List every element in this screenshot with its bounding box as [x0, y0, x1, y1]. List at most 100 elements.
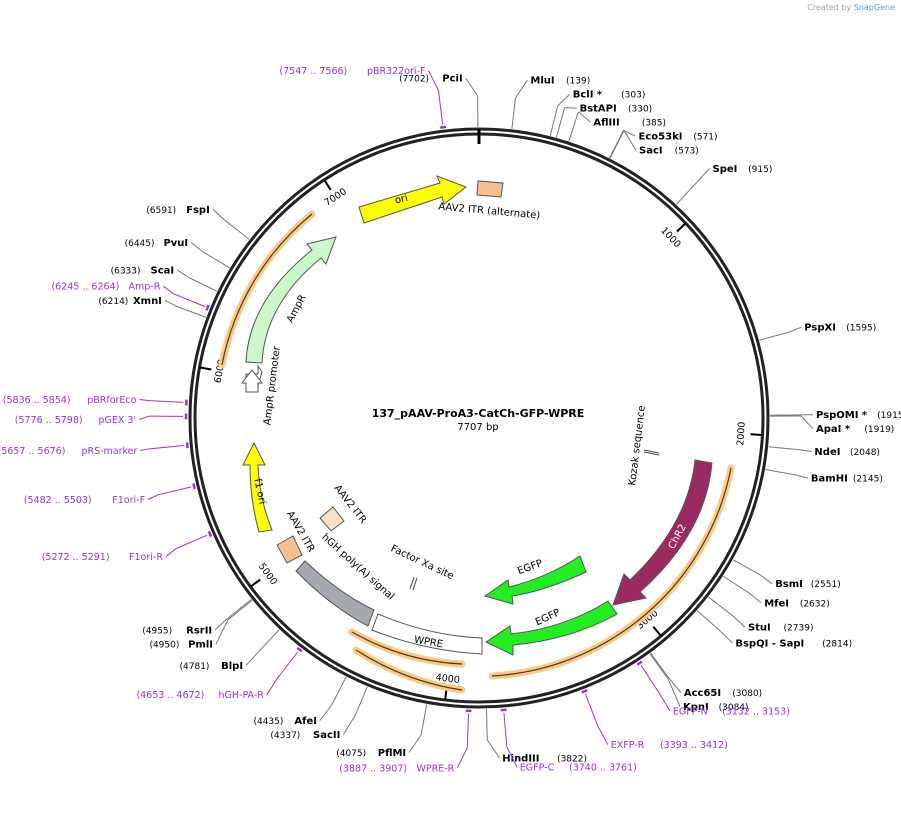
site-bspqi-sapi: BspQI - SapI(2814): [696, 610, 852, 650]
site-line: [722, 575, 750, 594]
feature-egfp-1: EGFP: [483, 555, 587, 605]
site-line: [226, 598, 252, 620]
site-leader: [668, 677, 682, 693]
primer-range: (5657 .. 5676): [0, 446, 65, 457]
orf-arc-wpre-2-core: [355, 649, 463, 691]
sites-layer: PciI(7702)MluI(139)BclI *(303)BstAPI(330…: [98, 74, 901, 765]
site-position: (6214): [98, 297, 128, 307]
primer-pbr322ori-f: pBR322ori-F(7547 .. 7566): [279, 66, 447, 129]
site-apai: ApaI *(1919): [769, 415, 894, 435]
primer-name: EGFP-N: [673, 706, 708, 717]
primer-range: (5776 .. 5798): [15, 415, 83, 426]
site-pvui: PvuI(6445): [125, 238, 230, 269]
site-name: PmlI: [188, 639, 213, 650]
primer-leader: [139, 399, 150, 402]
site-position: (2739): [784, 624, 814, 634]
site-position: (571): [693, 133, 717, 143]
primer-range: (5272 .. 5291): [42, 552, 110, 563]
primer-line: [149, 400, 184, 403]
site-leader: [720, 630, 733, 644]
site-leader: [190, 242, 204, 253]
primer-line: [173, 293, 205, 307]
feature-aav2-itr-2: AAV2 ITR: [319, 483, 368, 532]
primer-pgex-3: pGEX 3'(5776 .. 5798): [15, 413, 188, 426]
feature-label-f1-ori: f1 ori: [251, 478, 267, 506]
site-position: (2632): [800, 599, 830, 609]
site-leader: [486, 739, 500, 759]
primer-range: (3132 .. 3153): [722, 706, 790, 717]
site-name: AflIII: [593, 118, 619, 129]
tick-2000: [750, 433, 763, 436]
site-leader: [697, 167, 710, 182]
site-position: (1915): [877, 411, 901, 421]
primer-exfp-r: EXFP-R(3393 .. 3412): [581, 689, 728, 751]
site-position: (573): [675, 147, 699, 157]
site-line: [759, 331, 790, 341]
site-name: Eco53kI: [639, 132, 683, 143]
orf-arc-chr2-core: [491, 467, 732, 677]
feature-factor-xa-site: Factor Xa site: [389, 543, 455, 591]
primer-mark: [185, 442, 189, 449]
site-position: (139): [566, 77, 590, 87]
primer-f1ori-r: F1ori-R(5272 .. 5291): [42, 530, 213, 563]
site-rsrii: RsrII(4955): [142, 598, 252, 636]
primer-name: EXFP-R: [611, 740, 645, 751]
site-leader: [245, 651, 259, 666]
site-name: BstAPI: [580, 104, 617, 115]
site-leader: [623, 130, 637, 151]
site-afei: AfeI(4435): [253, 676, 347, 727]
site-pflmi: PflMI(4075): [336, 704, 428, 759]
primer-leader: [456, 747, 468, 769]
site-position: (6591): [146, 206, 176, 216]
orf-arc-wpre-core: [351, 631, 463, 665]
site-name: MfeI: [764, 598, 789, 609]
orf-arc-ampr: [218, 210, 316, 369]
primer-range: (5836 .. 5854): [3, 395, 71, 406]
site-bamhi: BamHI(2145): [765, 469, 883, 485]
site-fspi: FspI(6591): [146, 205, 250, 240]
site-spei: SpeI(915): [676, 164, 772, 205]
site-name: StuI: [748, 623, 771, 634]
site-name: SacII: [313, 730, 340, 741]
site-position: (4435): [253, 717, 283, 727]
primer-leader: [506, 746, 518, 767]
site-position: (2145): [853, 475, 883, 485]
tick-label-5000: 5000: [256, 561, 279, 587]
site-line: [227, 599, 253, 621]
snapgene-credit: Created by SnapGene: [807, 3, 895, 12]
site-leader: [748, 592, 762, 604]
site-leader: [408, 734, 422, 753]
primer-egfp-c: EGFP-C(3740 .. 3761): [500, 708, 637, 773]
site-leader: [799, 449, 812, 453]
site-position: (330): [628, 105, 652, 115]
feature-label-kozak-sequence: Kozak sequence: [627, 405, 648, 486]
tick-label-2000: 2000: [735, 421, 747, 446]
primer-mark: [636, 660, 643, 666]
primer-line: [466, 713, 470, 748]
feature-ori: ori: [358, 175, 468, 224]
site-pspxi: PspXI(1595): [759, 323, 876, 341]
site-stui: StuI (2739): [708, 596, 814, 634]
primer-leader: [266, 678, 278, 695]
tick-5000: [249, 578, 261, 588]
feature-label-egfp-1: EGFP: [516, 558, 544, 577]
primer-mark: [205, 304, 210, 311]
site-line: [331, 676, 347, 705]
primer-range: (4653 .. 4672): [136, 690, 204, 701]
site-pspomi: PspOMI *(1915): [769, 410, 901, 421]
site-leader: [465, 77, 479, 97]
site-leader: [342, 715, 356, 735]
site-leader: [215, 619, 229, 645]
site-line: [568, 111, 579, 142]
site-line: [650, 652, 670, 679]
site-line: [765, 469, 797, 476]
site-hindiii: HindIII(3822): [485, 708, 587, 764]
site-leader: [759, 574, 773, 585]
site-name: PspXI: [804, 323, 836, 334]
primer-mark: [581, 689, 588, 694]
primer-line: [175, 534, 208, 550]
site-line: [708, 596, 734, 617]
tick-1000: [676, 222, 687, 233]
site-leader: [319, 704, 333, 721]
primer-name: pBRforEco: [87, 395, 136, 406]
